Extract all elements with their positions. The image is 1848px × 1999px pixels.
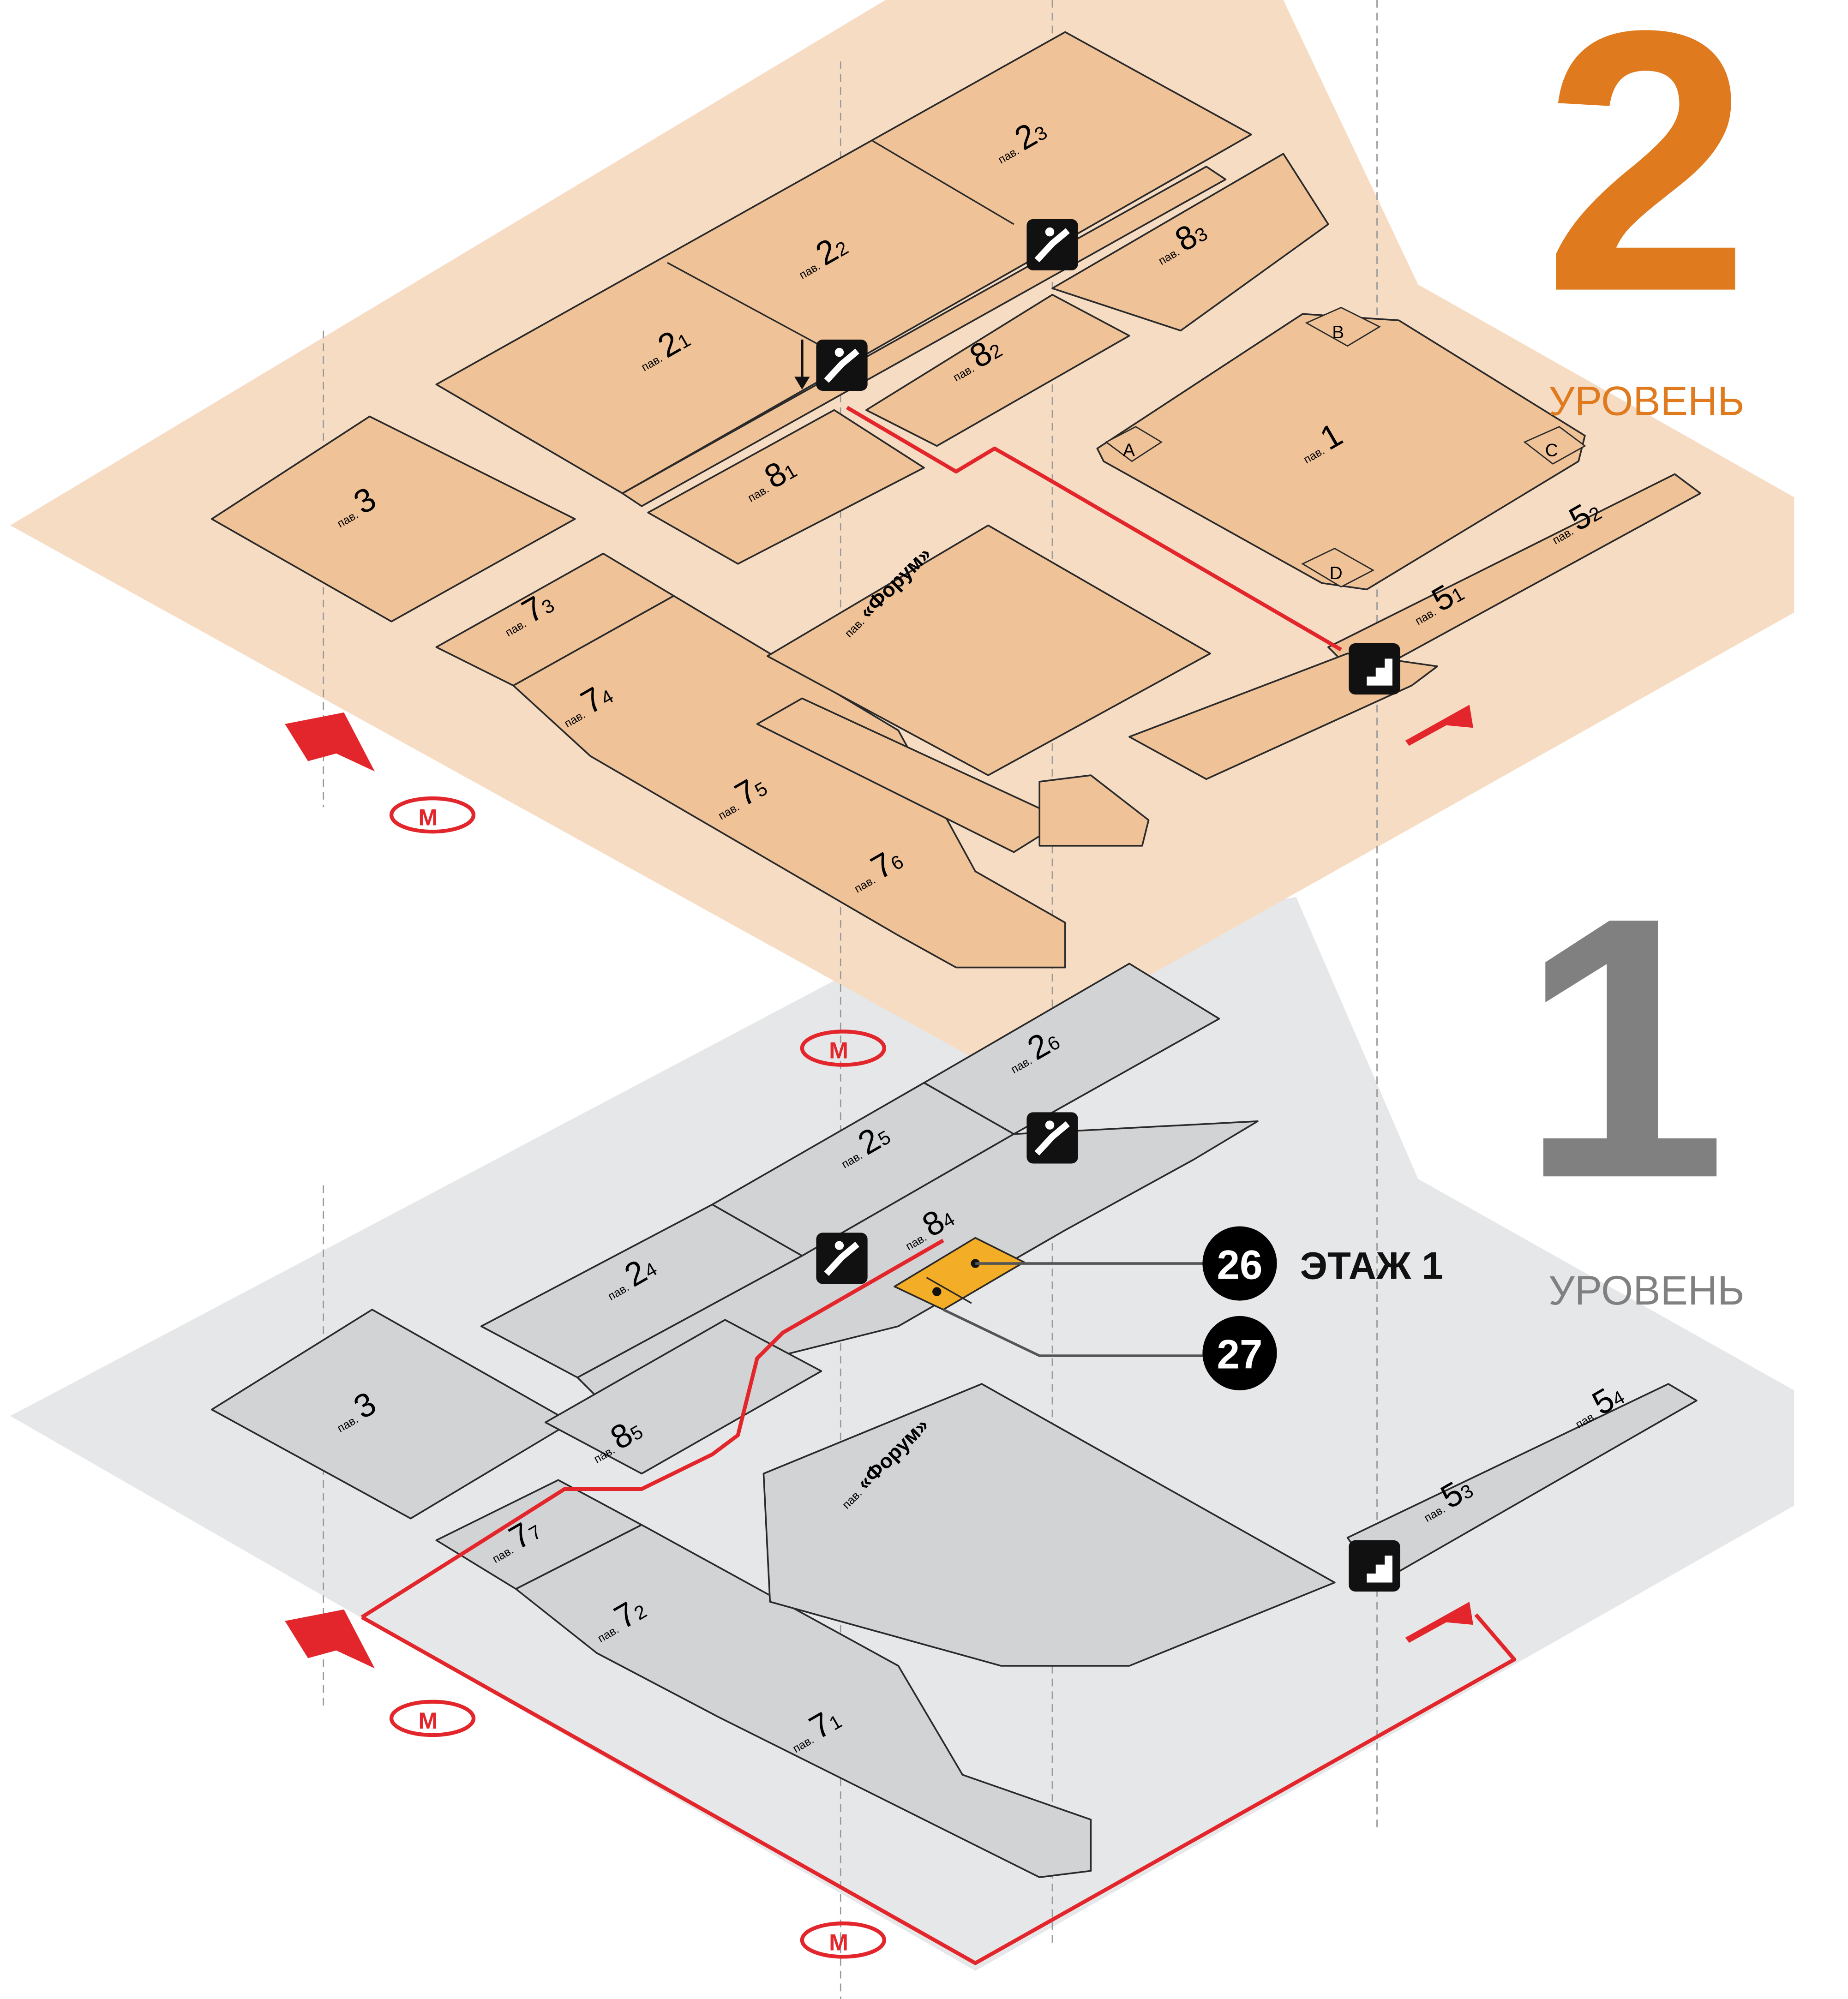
route-path — [360, 406, 1517, 1965]
svg-text:M: M — [418, 804, 438, 830]
corner-label-d: D — [1301, 547, 1375, 588]
metro-icons: M M M M — [389, 796, 886, 1959]
level-label: УРОВЕНЬ — [1548, 1268, 1744, 1313]
escalator-icon — [816, 1233, 868, 1284]
metro-icon: M — [800, 1921, 886, 1959]
svg-text:M: M — [829, 1930, 848, 1956]
level-label: УРОВЕНЬ — [1548, 378, 1744, 424]
entrance-arrows — [285, 705, 1474, 1669]
svg-text:26: 26 — [1217, 1242, 1263, 1287]
svg-text:M: M — [418, 1708, 438, 1734]
corner-label-a: A — [1105, 426, 1163, 462]
corner-label-c: C — [1523, 426, 1586, 465]
escalator-icon — [1026, 1112, 1078, 1164]
stairs-icon — [1349, 1540, 1400, 1592]
svg-text:M: M — [829, 1038, 848, 1064]
entrance-arrow-icon — [1405, 705, 1474, 746]
corner-label-b: B — [1305, 306, 1381, 347]
escalator-icon — [1026, 219, 1078, 270]
callout-26: 26 — [1202, 1226, 1277, 1301]
level-number: 2 — [1543, 0, 1750, 368]
level1-heading: 1 УРОВЕНЬ — [1520, 840, 1744, 1313]
svg-text:B: B — [1332, 323, 1344, 342]
metro-icon: M — [800, 1029, 886, 1067]
svg-text:27: 27 — [1217, 1332, 1263, 1377]
entrance-arrow-icon — [1405, 1602, 1474, 1643]
escalator-icon — [816, 339, 868, 391]
level2-floor — [10, 0, 1794, 1066]
callout-26-label: ЭТАЖ 1 — [1300, 1244, 1443, 1287]
metro-icon: M — [389, 796, 476, 834]
entrance-arrow-icon — [285, 712, 375, 772]
level-number: 1 — [1520, 840, 1727, 1255]
callouts: 26 ЭТАЖ 1 27 — [942, 1226, 1443, 1390]
callout-27: 27 — [1202, 1316, 1277, 1390]
pavilion-label: пав.75 — [707, 767, 773, 826]
level1-pavilions — [210, 963, 1698, 1878]
svg-text:A: A — [1123, 441, 1135, 461]
metro-icon: M — [389, 1700, 476, 1737]
entrance-arrow-icon — [285, 1609, 375, 1669]
svg-text:C: C — [1545, 441, 1558, 461]
level2-heading: 2 УРОВЕНЬ — [1543, 0, 1750, 424]
facility-icons — [794, 219, 1400, 1592]
down-arrow-icon — [794, 339, 810, 390]
stairs-icon — [1349, 643, 1400, 695]
svg-text:D: D — [1330, 563, 1343, 583]
